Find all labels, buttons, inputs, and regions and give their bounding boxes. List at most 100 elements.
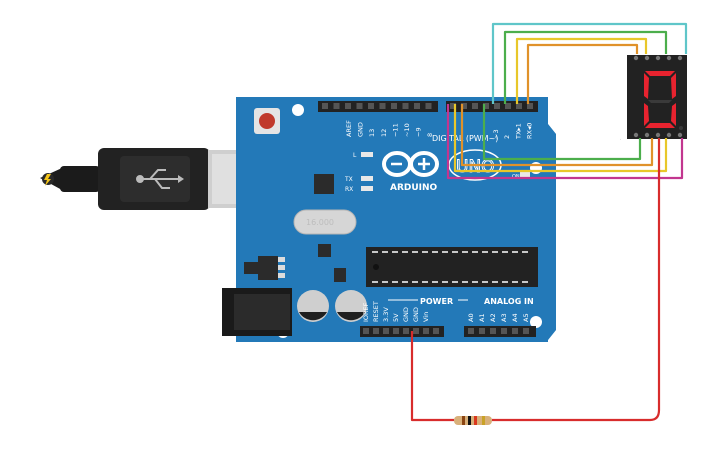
header-hole[interactable] [523, 328, 529, 334]
resistor-body [454, 416, 492, 425]
analog-header-label: ANALOG IN [484, 297, 534, 306]
wire-yellow[interactable] [515, 37, 648, 104]
header-hole[interactable] [425, 103, 432, 109]
header-hole[interactable] [512, 328, 518, 334]
segment-f [644, 73, 649, 99]
wire-yellow-lower[interactable] [453, 104, 668, 173]
resistor-band [468, 416, 471, 425]
header-hole[interactable] [379, 103, 386, 109]
wire-red-5v[interactable] [410, 331, 454, 422]
header-hole[interactable] [468, 328, 474, 334]
display-pin[interactable] [677, 132, 683, 138]
header-hole[interactable] [414, 103, 420, 109]
header-hole[interactable] [345, 103, 351, 109]
wire-cyan[interactable] [491, 22, 688, 104]
header-top-right [446, 101, 538, 112]
wires[interactable] [410, 22, 688, 422]
dc-power-jack[interactable] [222, 288, 292, 336]
header-power [360, 326, 444, 337]
display-pin[interactable] [644, 132, 650, 138]
arduino-logo-icon [382, 151, 439, 177]
display-pin[interactable] [666, 132, 672, 138]
header-hole[interactable] [433, 328, 439, 334]
header-hole[interactable] [516, 103, 522, 109]
pin-label: A5 [522, 313, 530, 322]
header-holes [322, 103, 533, 109]
header-hole[interactable] [356, 103, 363, 109]
mounting-hole [530, 162, 542, 174]
pin-label: A1 [478, 313, 486, 322]
pin-label: ~10 [403, 123, 411, 137]
header-hole[interactable] [391, 103, 397, 109]
atmega-microcontroller [366, 247, 538, 287]
header-hole[interactable] [450, 103, 456, 109]
header-hole[interactable] [373, 328, 379, 334]
capacitor [297, 290, 329, 322]
header-hole[interactable] [363, 328, 369, 334]
seven-segment-display[interactable]: 0 [620, 55, 687, 141]
led-tx [361, 176, 373, 181]
header-hole[interactable] [393, 328, 399, 334]
resistor[interactable] [454, 416, 492, 425]
wire-red-display[interactable] [492, 138, 661, 422]
small-chip [318, 244, 331, 257]
header-hole[interactable] [333, 103, 340, 109]
header-analog [464, 326, 536, 337]
display-pin[interactable] [655, 55, 661, 61]
crystal-oscillator [293, 209, 357, 235]
header-holes [363, 328, 529, 334]
pin-label: A3 [500, 313, 508, 322]
seven-segment-digit [644, 71, 683, 130]
header-hole[interactable] [472, 103, 478, 109]
wire-green-lower[interactable] [482, 104, 642, 161]
display-pin[interactable] [677, 55, 683, 61]
header-hole[interactable] [383, 328, 389, 334]
pin-label: TX▸1 [514, 123, 522, 140]
pin-label: Vin [422, 312, 430, 322]
resistor-band [474, 416, 477, 425]
header-hole[interactable] [527, 103, 533, 109]
pin-label: GND [402, 307, 410, 322]
usb-icon [136, 169, 184, 189]
header-hole[interactable] [368, 103, 374, 109]
header-hole[interactable] [322, 103, 328, 109]
pin-label: 8 [426, 133, 434, 137]
display-pin[interactable] [644, 55, 650, 61]
header-hole[interactable] [413, 328, 419, 334]
reset-button[interactable] [254, 108, 280, 134]
header-hole[interactable] [403, 328, 409, 334]
led-on [520, 172, 530, 177]
brand-label: ARDUINO [390, 183, 438, 193]
pin-label: ~9 [415, 127, 423, 137]
header-hole[interactable] [423, 328, 429, 334]
header-hole[interactable] [479, 328, 485, 334]
header-hole[interactable] [483, 103, 489, 109]
display-pin[interactable] [666, 55, 672, 61]
wire-orange-lower[interactable] [460, 104, 654, 167]
segment-b [671, 73, 676, 99]
pin-label: 12 [380, 129, 388, 137]
display-pin[interactable] [655, 132, 661, 138]
model-label: UNO [456, 157, 495, 177]
pin-label: 5V [392, 313, 400, 322]
wire-magenta[interactable] [446, 104, 684, 180]
display-pin[interactable] [633, 55, 639, 61]
header-hole[interactable] [490, 328, 496, 334]
header-hole[interactable] [461, 103, 467, 109]
resistor-band [482, 416, 485, 425]
display-pin[interactable] [633, 132, 639, 138]
header-hole[interactable] [494, 103, 500, 109]
segment-d [645, 123, 675, 128]
capacitor [335, 290, 367, 322]
header-hole[interactable] [505, 103, 511, 109]
header-hole[interactable] [501, 328, 507, 334]
wire-green[interactable] [503, 30, 668, 104]
resistor-band [462, 416, 465, 425]
header-hole[interactable] [402, 103, 409, 109]
wire-orange[interactable] [526, 43, 639, 104]
pin-label: A2 [489, 313, 497, 322]
pin-label: A0 [467, 313, 475, 322]
